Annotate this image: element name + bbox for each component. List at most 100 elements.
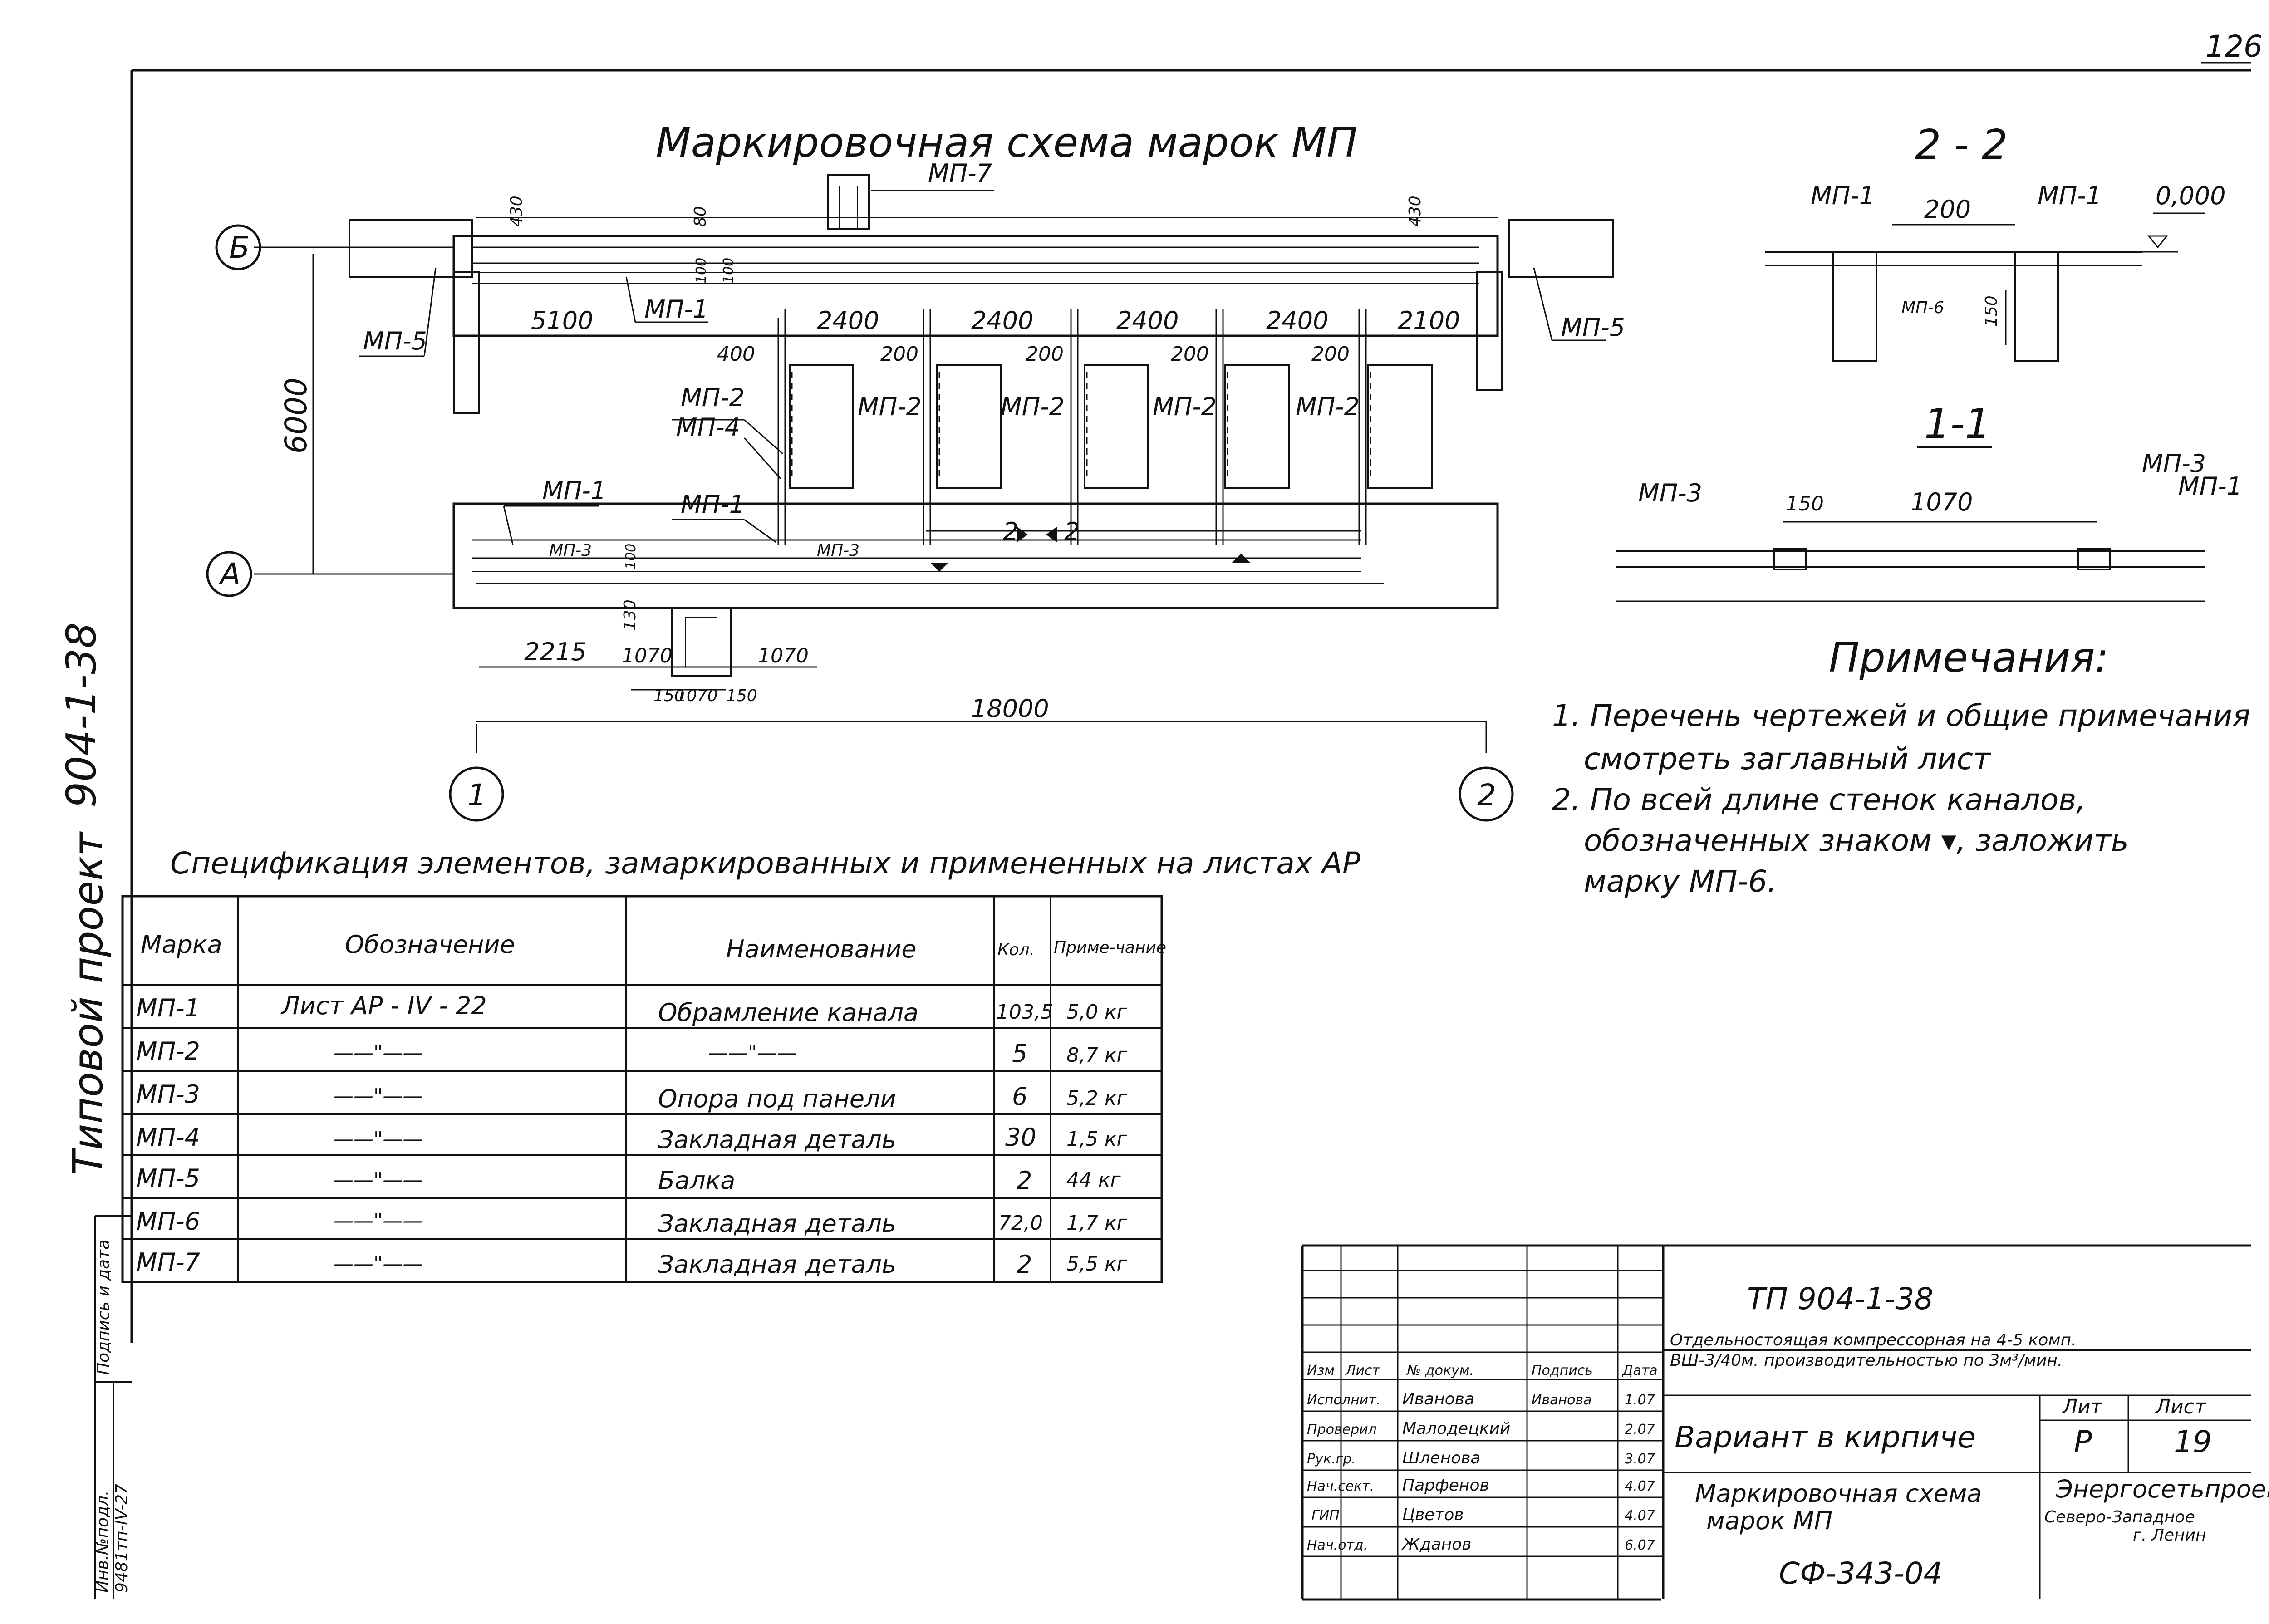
plan-title: Маркировочная схема марок МП	[656, 119, 1357, 167]
spec-row-5-name: Балка	[658, 1166, 735, 1195]
spec-row-4-mark: МП-4	[136, 1123, 200, 1152]
margin-project-type: Типовой проект	[64, 831, 112, 1175]
tb-head-date: Дата	[1621, 1363, 1658, 1379]
dim-200-b: 200	[1026, 343, 1064, 366]
section-1-1: 1-1 МП-3 МП-3 МП-1 150 1070	[1616, 400, 2242, 602]
section-22-mp1-right: МП-1	[2038, 182, 2102, 210]
section-11-mp1: МП-1	[2178, 472, 2242, 500]
spec-row-1-qty: 103,5	[996, 1001, 1053, 1024]
tb-org-3: г. Ленин	[2133, 1526, 2206, 1545]
tb-date-2: 2.07	[1625, 1422, 1655, 1438]
plan-mark-mp2-b: МП-2	[858, 393, 922, 421]
spec-row-1-mark: МП-1	[136, 994, 200, 1022]
section-22-mp6: МП-6	[1901, 299, 1944, 317]
axis-a-bubble	[206, 551, 252, 597]
dim-100-b: 100	[721, 258, 737, 284]
tb-role-1: Исполнит.	[1307, 1392, 1380, 1408]
spec-row-7-qty: 2	[1017, 1250, 1032, 1279]
notes-line-4: обозначенных знаком ▾, заложить	[1584, 823, 2129, 858]
margin-title: 904-1-38	[58, 622, 105, 808]
tb-head-izm: Изм	[1307, 1363, 1335, 1379]
dim-2400-c: 2400	[1116, 306, 1179, 335]
section-11-dim150: 150	[1786, 492, 1824, 515]
spec-row-2-designation: ——"——	[334, 1041, 422, 1065]
spec-row-6-name: Закладная деталь	[658, 1209, 896, 1238]
dim-2400-a: 2400	[817, 306, 879, 335]
dim-430-right: 430	[1406, 196, 1424, 227]
spec-head-note: Приме-чание	[1054, 938, 1166, 957]
sheet-frame	[94, 69, 2251, 1599]
axis-1-label: 1	[467, 778, 486, 813]
spec-row-3-qty: 6	[1012, 1082, 1027, 1111]
tb-name-3: Шленова	[1402, 1449, 1481, 1467]
section-2-2: 2 - 2 МП-1 МП-1 200 0,000 МП-6 150	[1765, 121, 2226, 362]
page-number: 126	[2205, 29, 2263, 64]
tb-sheet-label: Лист	[2155, 1395, 2207, 1418]
section-2-left: 2	[1003, 517, 1018, 546]
dim-400: 400	[717, 343, 755, 366]
dim-1070-a: 1070	[622, 644, 673, 667]
spec-row-1-note: 5,0 кг	[1066, 1001, 1128, 1024]
spec-row-3-name: Опора под панели	[658, 1084, 896, 1113]
tb-date-5: 4.07	[1625, 1508, 1655, 1524]
spec-title: Спецификация элементов, замаркированных …	[170, 846, 1360, 881]
notes-title: Примечания:	[1829, 634, 2109, 682]
spec-table: Спецификация элементов, замаркированных …	[121, 846, 1360, 1283]
tb-role-3: Рук.гр.	[1307, 1451, 1356, 1467]
tb-date-3: 3.07	[1625, 1451, 1655, 1467]
margin-inv-label: Инв.№подл.	[93, 1491, 112, 1593]
plan-mark-mp3-a: МП-3	[549, 541, 592, 560]
dim-150-a: 150	[653, 687, 685, 705]
spec-row-6-designation: ——"——	[334, 1209, 422, 1232]
tb-sign-1: Иванова	[1532, 1392, 1592, 1408]
tb-role-2: Проверил	[1307, 1422, 1377, 1438]
dim-200-d: 200	[1311, 343, 1350, 366]
spec-row-3-note: 5,2 кг	[1066, 1087, 1128, 1110]
tb-name-4: Парфенов	[1402, 1476, 1489, 1495]
section-11-mp3-right: МП-3	[2142, 449, 2206, 478]
notes-line-1: 1. Перечень чертежей и общие примечания	[1552, 698, 2250, 733]
dim-200-a: 200	[880, 343, 918, 366]
notes-block: Примечания: 1. Перечень чертежей и общие…	[1552, 634, 2250, 899]
plan-mark-mp4: МП-4	[676, 413, 740, 442]
spec-row-2-name: ——"——	[708, 1041, 797, 1065]
dim-100-c: 100	[623, 544, 639, 569]
axis-a-label: А	[218, 557, 241, 592]
dim-100-a: 100	[693, 258, 709, 284]
plan-mark-mp3-b: МП-3	[817, 541, 859, 560]
tb-name-5: Цветов	[1402, 1506, 1464, 1524]
tb-lit-value: Р	[2074, 1424, 2092, 1459]
plan-mark-mp5-right: МП-5	[1561, 313, 1625, 342]
section-22-title: 2 - 2	[1915, 121, 2008, 169]
dim-430-left: 430	[507, 196, 526, 227]
section-22-level: 0,000	[2156, 182, 2226, 210]
tb-role-6: Нач.отд.	[1307, 1537, 1368, 1553]
section-22-dim200: 200	[1924, 195, 1971, 224]
dim-130: 130	[621, 599, 639, 631]
spec-row-6-qty: 72,0	[998, 1212, 1043, 1235]
tb-desc-1: Отдельностоящая компрессорная на 4-5 ком…	[1670, 1331, 2076, 1349]
tb-drawing-name-2: марок МП	[1706, 1506, 1832, 1535]
plan-mark-mp1-mid: МП-1	[681, 490, 745, 519]
dim-150-b: 150	[726, 687, 757, 705]
spec-row-3-mark: МП-3	[136, 1080, 200, 1109]
plan-mark-mp1-top: МП-1	[644, 295, 708, 324]
dim-18000: 18000	[971, 694, 1049, 723]
spec-row-2-mark: МП-2	[136, 1037, 200, 1065]
dim-2400-d: 2400	[1266, 306, 1328, 335]
dim-2100: 2100	[1398, 306, 1460, 335]
dim-1070-b: 1070	[758, 644, 809, 667]
tb-code: ТП 904-1-38	[1747, 1281, 1934, 1316]
tb-variant: Вариант в кирпиче	[1675, 1420, 1976, 1455]
section-11-dim1070: 1070	[1910, 488, 1973, 516]
tb-date-4: 4.07	[1625, 1478, 1655, 1494]
tb-role-5: ГИП	[1311, 1508, 1340, 1524]
dim-1070-c: 1070	[676, 687, 718, 705]
section-2-right: 2	[1064, 517, 1080, 546]
plan-mark-mp7: МП-7	[928, 159, 992, 187]
spec-head-mark: Марка	[141, 930, 222, 959]
section-11-mp3-left: МП-3	[1638, 479, 1702, 507]
spec-row-7-note: 5,5 кг	[1066, 1252, 1128, 1276]
spec-head-designation: Обозначение	[345, 930, 515, 959]
